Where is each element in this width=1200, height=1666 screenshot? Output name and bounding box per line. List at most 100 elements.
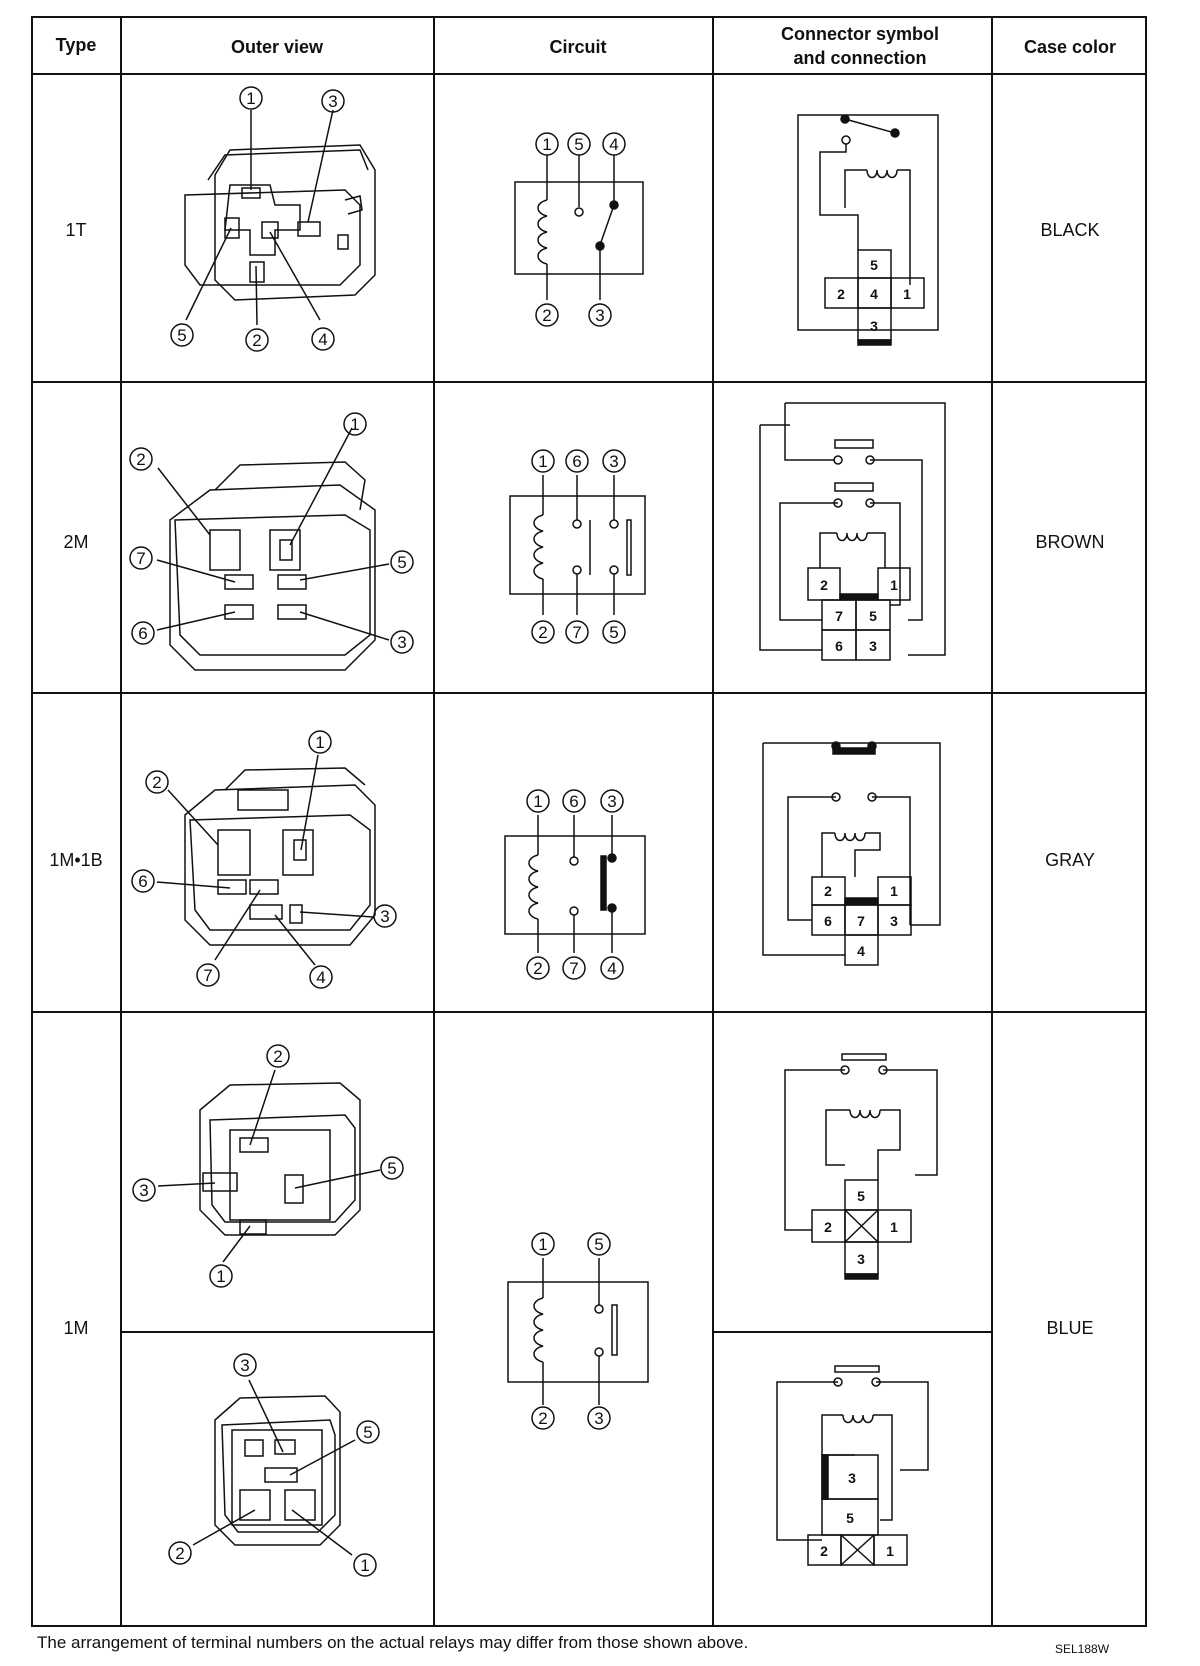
- terminal-label: 6: [138, 624, 147, 643]
- terminal-label: 1: [315, 733, 324, 752]
- circuit-1m1b: [504, 815, 646, 953]
- row-type-cell: 2M: [63, 532, 88, 552]
- connector-pin-label: 3: [870, 318, 878, 334]
- row-color-cell: BROWN: [1036, 532, 1105, 552]
- connector-pin-label: 5: [869, 608, 877, 624]
- connector-pin-label: 4: [870, 286, 878, 302]
- row-type-cell: 1M•1B: [49, 850, 102, 870]
- circuit-terminal-label: 3: [607, 792, 616, 811]
- header-case-color: Case color: [1024, 37, 1116, 57]
- circuit-terminal-label: 6: [572, 452, 581, 471]
- circuit-terminal-label: 2: [542, 306, 551, 325]
- connector-pin-label: 2: [824, 1219, 832, 1235]
- header-circuit: Circuit: [549, 37, 606, 57]
- row-type-cell: 1M: [63, 1318, 88, 1338]
- terminal-label: 7: [136, 549, 145, 568]
- outer-view-2m-terminal-labels: 1 2 7 5 6 3: [129, 412, 414, 654]
- outer-view-1t: [184, 109, 376, 326]
- terminal-label: 5: [387, 1159, 396, 1178]
- circuit-terminal-label: 6: [569, 792, 578, 811]
- header-type: Type: [56, 35, 97, 55]
- circuit-1m: [507, 1258, 649, 1405]
- connector-pin-label: 3: [848, 1470, 856, 1486]
- circuit-terminal-label: 3: [595, 306, 604, 325]
- connector-pin-label: 1: [886, 1543, 894, 1559]
- connector-2m-labels: 2 1 7 5 6 3: [820, 577, 898, 654]
- terminal-label: 4: [316, 968, 325, 987]
- outer-view-1t-terminal-labels: 1 3 5 2 4: [170, 86, 345, 352]
- circuit-2m: [509, 475, 646, 615]
- circuit-1t: [514, 155, 644, 300]
- connector-pin-label: 3: [890, 913, 898, 929]
- connector-pin-label: 2: [824, 883, 832, 899]
- terminal-label: 2: [136, 450, 145, 469]
- circuit-terminal-label: 4: [607, 959, 616, 978]
- connector-1m-a-labels: 5 2 1 3: [824, 1188, 898, 1267]
- circuit-terminal-label: 2: [538, 1409, 547, 1428]
- terminal-label: 3: [380, 907, 389, 926]
- terminal-label: 5: [397, 553, 406, 572]
- connector-1m-b: [776, 1365, 929, 1566]
- outer-view-1m1b: [156, 754, 376, 966]
- row-type-cell: 1T: [65, 220, 86, 240]
- footnote: The arrangement of terminal numbers on t…: [37, 1633, 748, 1652]
- terminal-label: 2: [175, 1544, 184, 1563]
- row-color-cell: BLUE: [1046, 1318, 1093, 1338]
- connector-pin-label: 3: [857, 1251, 865, 1267]
- outer-view-1m-b-terminal-labels: 3 5 2 1: [168, 1353, 380, 1577]
- connector-pin-label: 6: [824, 913, 832, 929]
- outer-view-1m-a-terminal-labels: 2 3 5 1: [132, 1044, 404, 1288]
- terminal-label: 4: [318, 330, 327, 349]
- circuit-1m1b-labels: 1 6 3 2 7 4: [526, 789, 624, 980]
- header-connector-line2: and connection: [793, 48, 926, 68]
- terminal-label: 5: [363, 1423, 372, 1442]
- row-color-cell: GRAY: [1045, 850, 1095, 870]
- terminal-label: 3: [139, 1181, 148, 1200]
- table-grid: [31, 16, 1147, 1627]
- terminal-label: 5: [177, 326, 186, 345]
- circuit-terminal-label: 1: [542, 135, 551, 154]
- connector-pin-label: 1: [890, 577, 898, 593]
- connector-1m-b-labels: 3 5 2 1: [820, 1470, 894, 1559]
- connector-pin-label: 7: [857, 913, 865, 929]
- circuit-1t-labels: 1 5 4 2 3: [535, 132, 626, 327]
- terminal-label: 1: [216, 1267, 225, 1286]
- circuit-2m-labels: 1 6 3 2 7 5: [531, 449, 626, 644]
- connector-pin-label: 5: [846, 1510, 854, 1526]
- circuit-terminal-label: 1: [538, 1235, 547, 1254]
- circuit-terminal-label: 2: [538, 623, 547, 642]
- connector-pin-label: 4: [857, 943, 865, 959]
- terminal-label: 7: [203, 966, 212, 985]
- connector-1m1b-labels: 2 1 6 7 3 4: [824, 883, 898, 959]
- terminal-label: 3: [397, 633, 406, 652]
- circuit-terminal-label: 1: [538, 452, 547, 471]
- circuit-terminal-label: 5: [574, 135, 583, 154]
- terminal-label: 2: [252, 331, 261, 350]
- connector-pin-label: 1: [890, 1219, 898, 1235]
- terminal-label: 2: [273, 1047, 282, 1066]
- terminal-label: 6: [138, 872, 147, 891]
- terminal-label: 1: [360, 1556, 369, 1575]
- circuit-terminal-label: 7: [569, 959, 578, 978]
- circuit-terminal-label: 1: [533, 792, 542, 811]
- figure-code: SEL188W: [1055, 1642, 1110, 1656]
- connector-2m: [759, 402, 946, 661]
- connector-pin-label: 2: [820, 577, 828, 593]
- connector-pin-label: 7: [835, 608, 843, 624]
- connector-1m1b: [762, 741, 941, 966]
- connector-pin-label: 5: [870, 257, 878, 273]
- connector-pin-label: 1: [903, 286, 911, 302]
- outer-view-1m-b: [192, 1379, 356, 1556]
- terminal-label: 2: [152, 773, 161, 792]
- connector-1m-a: [784, 1053, 938, 1280]
- circuit-1m-labels: 1 5 2 3: [531, 1232, 611, 1430]
- circuit-terminal-label: 3: [609, 452, 618, 471]
- outer-view-1m-a: [157, 1069, 381, 1263]
- terminal-label: 3: [240, 1356, 249, 1375]
- terminal-label: 1: [246, 89, 255, 108]
- row-color-cell: BLACK: [1040, 220, 1099, 240]
- outer-view-2m: [156, 427, 390, 671]
- header-connector-line1: Connector symbol: [781, 24, 939, 44]
- circuit-terminal-label: 5: [609, 623, 618, 642]
